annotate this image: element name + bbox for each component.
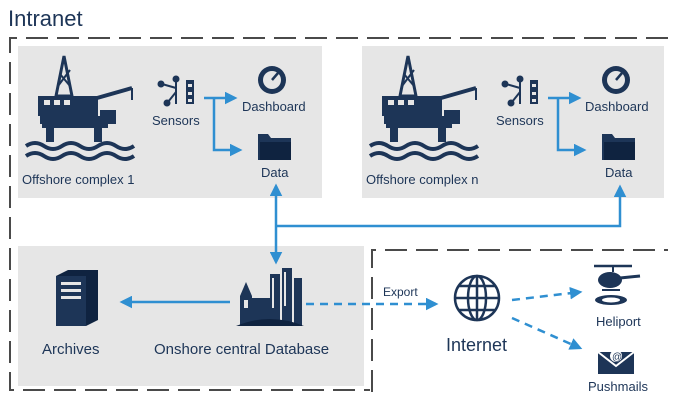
sensors-n-to-outputs-arrows	[548, 91, 587, 157]
data-folder-icon	[602, 134, 635, 160]
intranet-title: Intranet	[8, 6, 83, 31]
email-envelope-icon: @	[597, 350, 635, 374]
offshore-n-label: Offshore complex n	[366, 172, 478, 187]
oil-rig-icon	[24, 55, 136, 161]
dashboard-gauge-icon	[258, 66, 286, 94]
sensors-icon	[501, 75, 538, 107]
central-database-building-icon	[236, 268, 304, 326]
central-database-label: Onshore central Database	[154, 341, 329, 358]
sensors-1-to-outputs-arrows	[204, 91, 243, 157]
server-archive-icon	[56, 270, 98, 326]
data-folder-icon	[258, 134, 291, 160]
internet-label: Internet	[446, 335, 507, 355]
offshore-1-label: Offshore complex 1	[22, 172, 134, 187]
sensors-n-label: Sensors	[496, 113, 544, 128]
dashboard-gauge-icon	[602, 66, 630, 94]
intranet-boundary	[9, 37, 668, 391]
export-label: Export	[383, 285, 418, 299]
svg-text:@: @	[612, 352, 622, 363]
pushmails-label: Pushmails	[588, 379, 648, 394]
helicopter-icon	[594, 264, 641, 305]
data-sync-arrows	[269, 183, 627, 265]
heliport-label: Heliport	[596, 314, 641, 329]
dashboard-1-label: Dashboard	[242, 99, 306, 114]
sensors-icon	[157, 75, 194, 107]
globe-icon	[453, 274, 501, 322]
sensors-1-label: Sensors	[152, 113, 200, 128]
data-n-label: Data	[605, 165, 633, 180]
archives-label: Archives	[42, 341, 100, 358]
internet-to-targets-arrows	[511, 286, 583, 350]
dashboard-n-label: Dashboard	[585, 99, 649, 114]
data-1-label: Data	[261, 165, 289, 180]
oil-rig-icon	[368, 55, 480, 161]
internet-boundary	[371, 249, 668, 392]
